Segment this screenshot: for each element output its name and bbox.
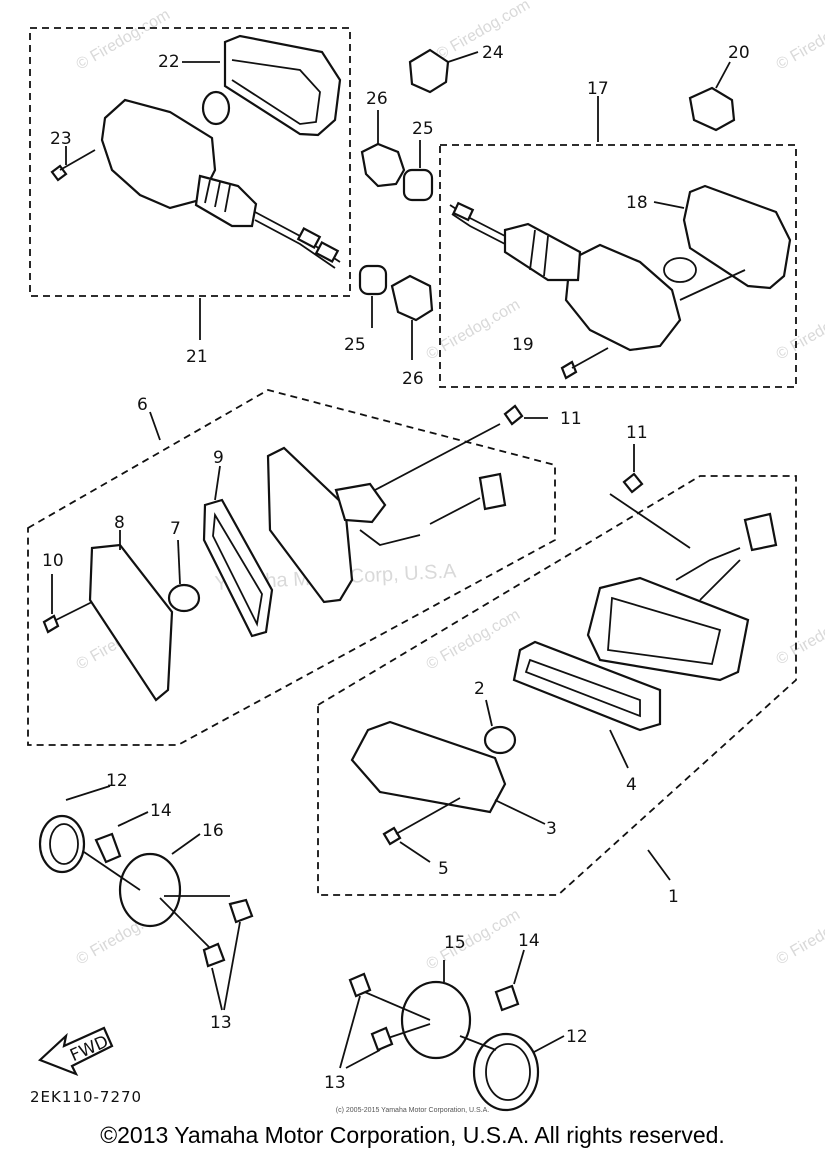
label-1: 1 (668, 887, 679, 907)
label-17: 17 (587, 79, 609, 99)
stem (503, 222, 582, 282)
label-24: 24 (482, 43, 504, 63)
connector (743, 512, 778, 552)
label-26-top: 26 (366, 89, 388, 109)
watermark: © Firedog.com (774, 601, 825, 668)
bulb (201, 90, 231, 126)
bulb-7 (167, 583, 201, 613)
label-22: 22 (158, 52, 180, 72)
screw-11 (503, 404, 524, 426)
gasket-4 (512, 640, 662, 732)
label-20: 20 (728, 43, 750, 63)
small-parts-top (199, 48, 736, 360)
label-11-b: 11 (626, 423, 648, 443)
label-25-top: 25 (412, 119, 434, 139)
screw-10 (42, 614, 60, 634)
fwd-arrow: FWD (37, 1026, 114, 1077)
nut-13 (202, 942, 226, 968)
screw-11 (622, 472, 644, 494)
label-5: 5 (438, 859, 449, 879)
bolt-14 (94, 832, 122, 864)
label-21: 21 (186, 347, 208, 367)
label-2: 2 (474, 679, 485, 699)
front-signal-left (27, 389, 556, 746)
bracket-15 (400, 980, 472, 1060)
rear-signal-right (439, 96, 797, 388)
label-23: 23 (50, 129, 72, 149)
gasket-9 (202, 498, 274, 638)
grommet-25 (402, 168, 434, 202)
watermark: © Firedog.com (424, 606, 524, 673)
stem (194, 174, 258, 228)
lens-18 (682, 184, 792, 290)
bulb-20 (688, 86, 736, 132)
watermark: © Firedog.com (424, 296, 524, 363)
bulb (663, 257, 697, 283)
group-box-17 (439, 144, 797, 388)
label-25-bottom: 25 (344, 335, 366, 355)
label-9: 9 (213, 448, 224, 468)
label-19: 19 (512, 335, 534, 355)
lens-3 (350, 720, 507, 814)
connector (478, 472, 507, 511)
group-box-6 (27, 389, 556, 746)
bulb-24 (408, 48, 450, 94)
nut-13 (228, 898, 254, 924)
label-10: 10 (42, 551, 64, 571)
nut-13 (370, 1026, 394, 1052)
label-6: 6 (137, 395, 148, 415)
label-12-left: 12 (106, 771, 128, 791)
front-signal-right (317, 444, 797, 896)
bracket-16 (118, 852, 182, 928)
housing (586, 576, 750, 682)
label-16: 16 (202, 821, 224, 841)
grommet-26 (360, 142, 406, 188)
screw-19 (560, 360, 578, 380)
label-13-left: 13 (210, 1013, 232, 1033)
group-box-21 (29, 27, 351, 297)
reflector-12 (472, 1032, 540, 1112)
diagram-code: 2EK110-7270 (30, 1088, 142, 1106)
label-13-right: 13 (324, 1073, 346, 1093)
grommet-26 (390, 274, 434, 322)
rear-signal-left (29, 27, 351, 297)
socket (334, 482, 387, 524)
nut-13 (348, 972, 372, 998)
lens-22 (223, 34, 342, 137)
lens-22-inner (231, 59, 321, 125)
group-box-1 (317, 475, 797, 896)
lens-8 (88, 543, 174, 702)
reflectors (38, 785, 565, 1112)
label-18: 18 (626, 193, 648, 213)
label-8: 8 (114, 513, 125, 533)
label-14-right: 14 (518, 931, 540, 951)
signal-body-right (564, 243, 682, 352)
label-26-bottom: 26 (402, 369, 424, 389)
screw-5 (382, 826, 402, 846)
bolt-14 (494, 984, 520, 1012)
grommet-25 (358, 264, 388, 296)
forward-arrow-icon (37, 1026, 114, 1077)
label-7: 7 (170, 519, 181, 539)
copyright-notice: ©2013 Yamaha Motor Corporation, U.S.A. A… (100, 1122, 725, 1148)
label-4: 4 (626, 775, 637, 795)
small-copyright: (c) 2005-2015 Yamaha Motor Corporation, … (335, 1107, 490, 1114)
label-15: 15 (444, 933, 466, 953)
housing (266, 446, 354, 604)
watermark: © Firedog.com (424, 906, 524, 973)
part-labels: 22 23 24 20 17 26 25 18 25 26 19 21 6 11… (42, 43, 750, 1093)
label-3: 3 (546, 819, 557, 839)
label-14-left: 14 (150, 801, 172, 821)
watermark: © Firedog.com (774, 296, 825, 363)
label-12-right: 12 (566, 1027, 588, 1047)
watermark: © Firedog.com (774, 6, 825, 73)
watermark: © Firedog.com (774, 901, 825, 968)
label-11-a: 11 (560, 409, 582, 429)
bulb-2 (483, 725, 517, 755)
